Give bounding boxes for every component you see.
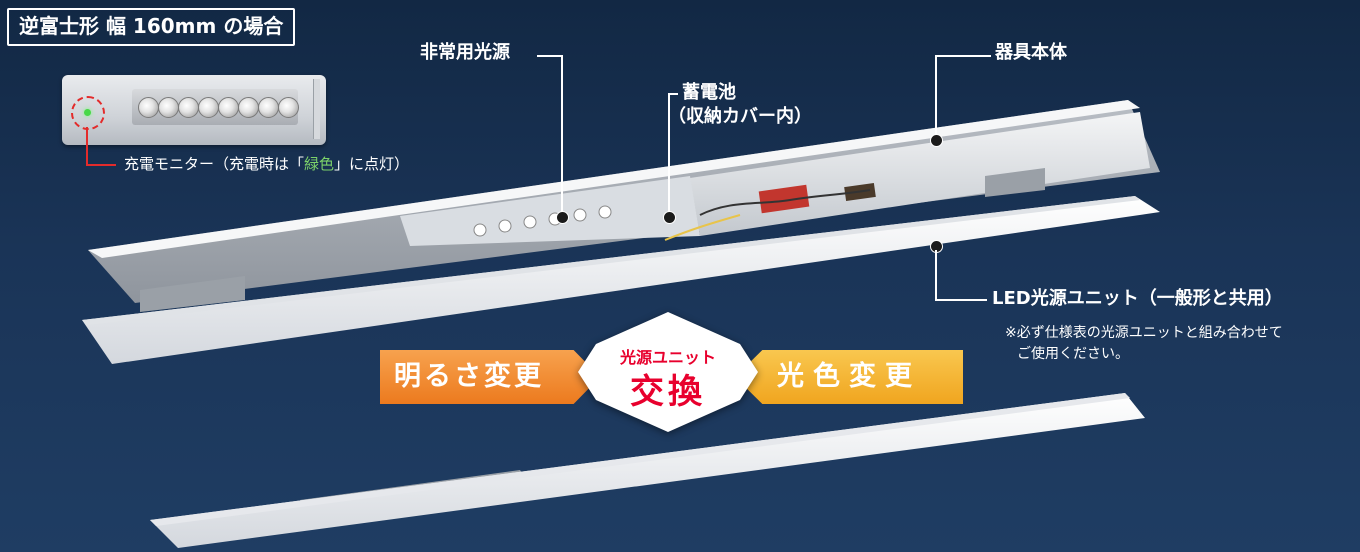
led-lens: [178, 97, 199, 118]
callout-line: [935, 55, 991, 57]
battery-wiring: [664, 182, 876, 241]
callout-pin: [930, 134, 943, 147]
callout-pin: [663, 211, 676, 224]
brightness-change-badge: 明るさ変更: [380, 350, 600, 404]
led-lens: [278, 97, 299, 118]
led-lens: [218, 97, 239, 118]
led-lens: [238, 97, 259, 118]
note-text: ※必ず仕様表の光源ユニットと組み合わせて: [1005, 325, 1283, 341]
callout-line: [537, 55, 562, 57]
battery-label-sub: （収納カバー内）: [668, 106, 812, 127]
led-lens: [258, 97, 279, 118]
emergency-module: [473, 205, 612, 237]
fixture-body-label: 器具本体: [995, 42, 1067, 63]
led-lens: [198, 97, 219, 118]
charge-monitor-label: 充電モニター（充電時は「緑色」に点灯）: [124, 155, 410, 173]
color-change-badge: 光色変更: [735, 350, 963, 404]
callout-line: [668, 93, 670, 215]
callout-pin: [556, 211, 569, 224]
exchange-badge-main: 交換: [630, 372, 706, 412]
callout-line: [668, 93, 678, 95]
callout-line: [935, 55, 937, 138]
fixture-body: [88, 100, 1160, 312]
inset-detail-image: [62, 75, 326, 145]
page-title: 逆富士形 幅 160mm の場合: [7, 8, 296, 46]
note-text-2: ご使用ください。: [1017, 346, 1129, 362]
exchange-arrow-shape: [578, 312, 758, 432]
callout-line: [86, 127, 88, 165]
led-lens: [138, 97, 159, 118]
callout-line: [86, 164, 116, 166]
battery-label: 蓄電池: [682, 82, 736, 103]
led-unit-middle: [82, 196, 1160, 364]
exchange-badge: 光源ユニット 交換: [570, 312, 766, 432]
led-lens: [158, 97, 179, 118]
charge-monitor-led-icon: [84, 109, 91, 116]
emergency-led-strip: [132, 89, 299, 125]
callout-line: [935, 250, 937, 300]
callout-line: [935, 299, 987, 301]
inset-endcap: [313, 79, 320, 139]
emergency-light-label: 非常用光源: [420, 42, 510, 63]
exchange-badge-top: 光源ユニット: [619, 348, 716, 367]
charge-monitor-highlight: [71, 96, 105, 130]
led-unit-label: LED光源ユニット（一般形と共用）: [992, 288, 1283, 309]
callout-line: [561, 55, 563, 215]
led-unit-bottom: [150, 393, 1145, 548]
